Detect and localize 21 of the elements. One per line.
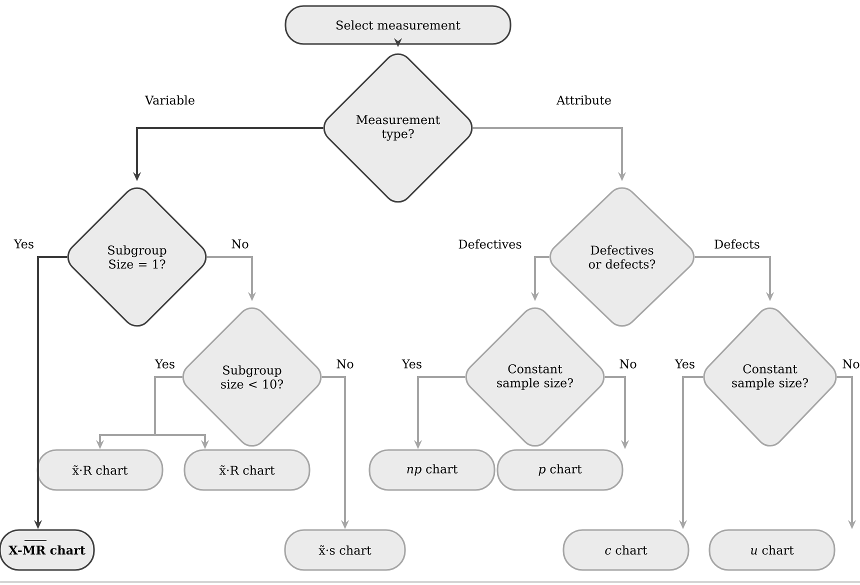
terminal-box: Select measurement bbox=[284, 5, 512, 45]
edge-label: Yes bbox=[402, 360, 422, 368]
terminal-box: x̃·s chart bbox=[284, 529, 406, 571]
terminal-box: x̃·R chart bbox=[36, 449, 164, 491]
terminal-box: np chart bbox=[368, 449, 496, 491]
terminal-box: x̃·R chart bbox=[184, 449, 310, 491]
edge-label: No bbox=[842, 360, 860, 368]
edge-label: Variable bbox=[144, 95, 194, 105]
edge-label: Defects bbox=[714, 239, 760, 249]
terminal-box: c chart bbox=[562, 529, 690, 571]
edge-label: Attribute bbox=[556, 95, 611, 105]
terminal-box: X-MR chart bbox=[0, 529, 95, 571]
edge-label: Yes bbox=[14, 240, 34, 248]
edge-label: No bbox=[620, 360, 636, 368]
terminal-box: u chart bbox=[708, 529, 836, 571]
edge-label: Yes bbox=[154, 360, 174, 368]
edge-label: Defectives bbox=[458, 239, 522, 249]
edge-label: No bbox=[336, 360, 354, 368]
terminal-box: p chart bbox=[496, 449, 624, 491]
edge-label: Yes bbox=[674, 360, 694, 368]
edge-label: No bbox=[232, 240, 248, 248]
